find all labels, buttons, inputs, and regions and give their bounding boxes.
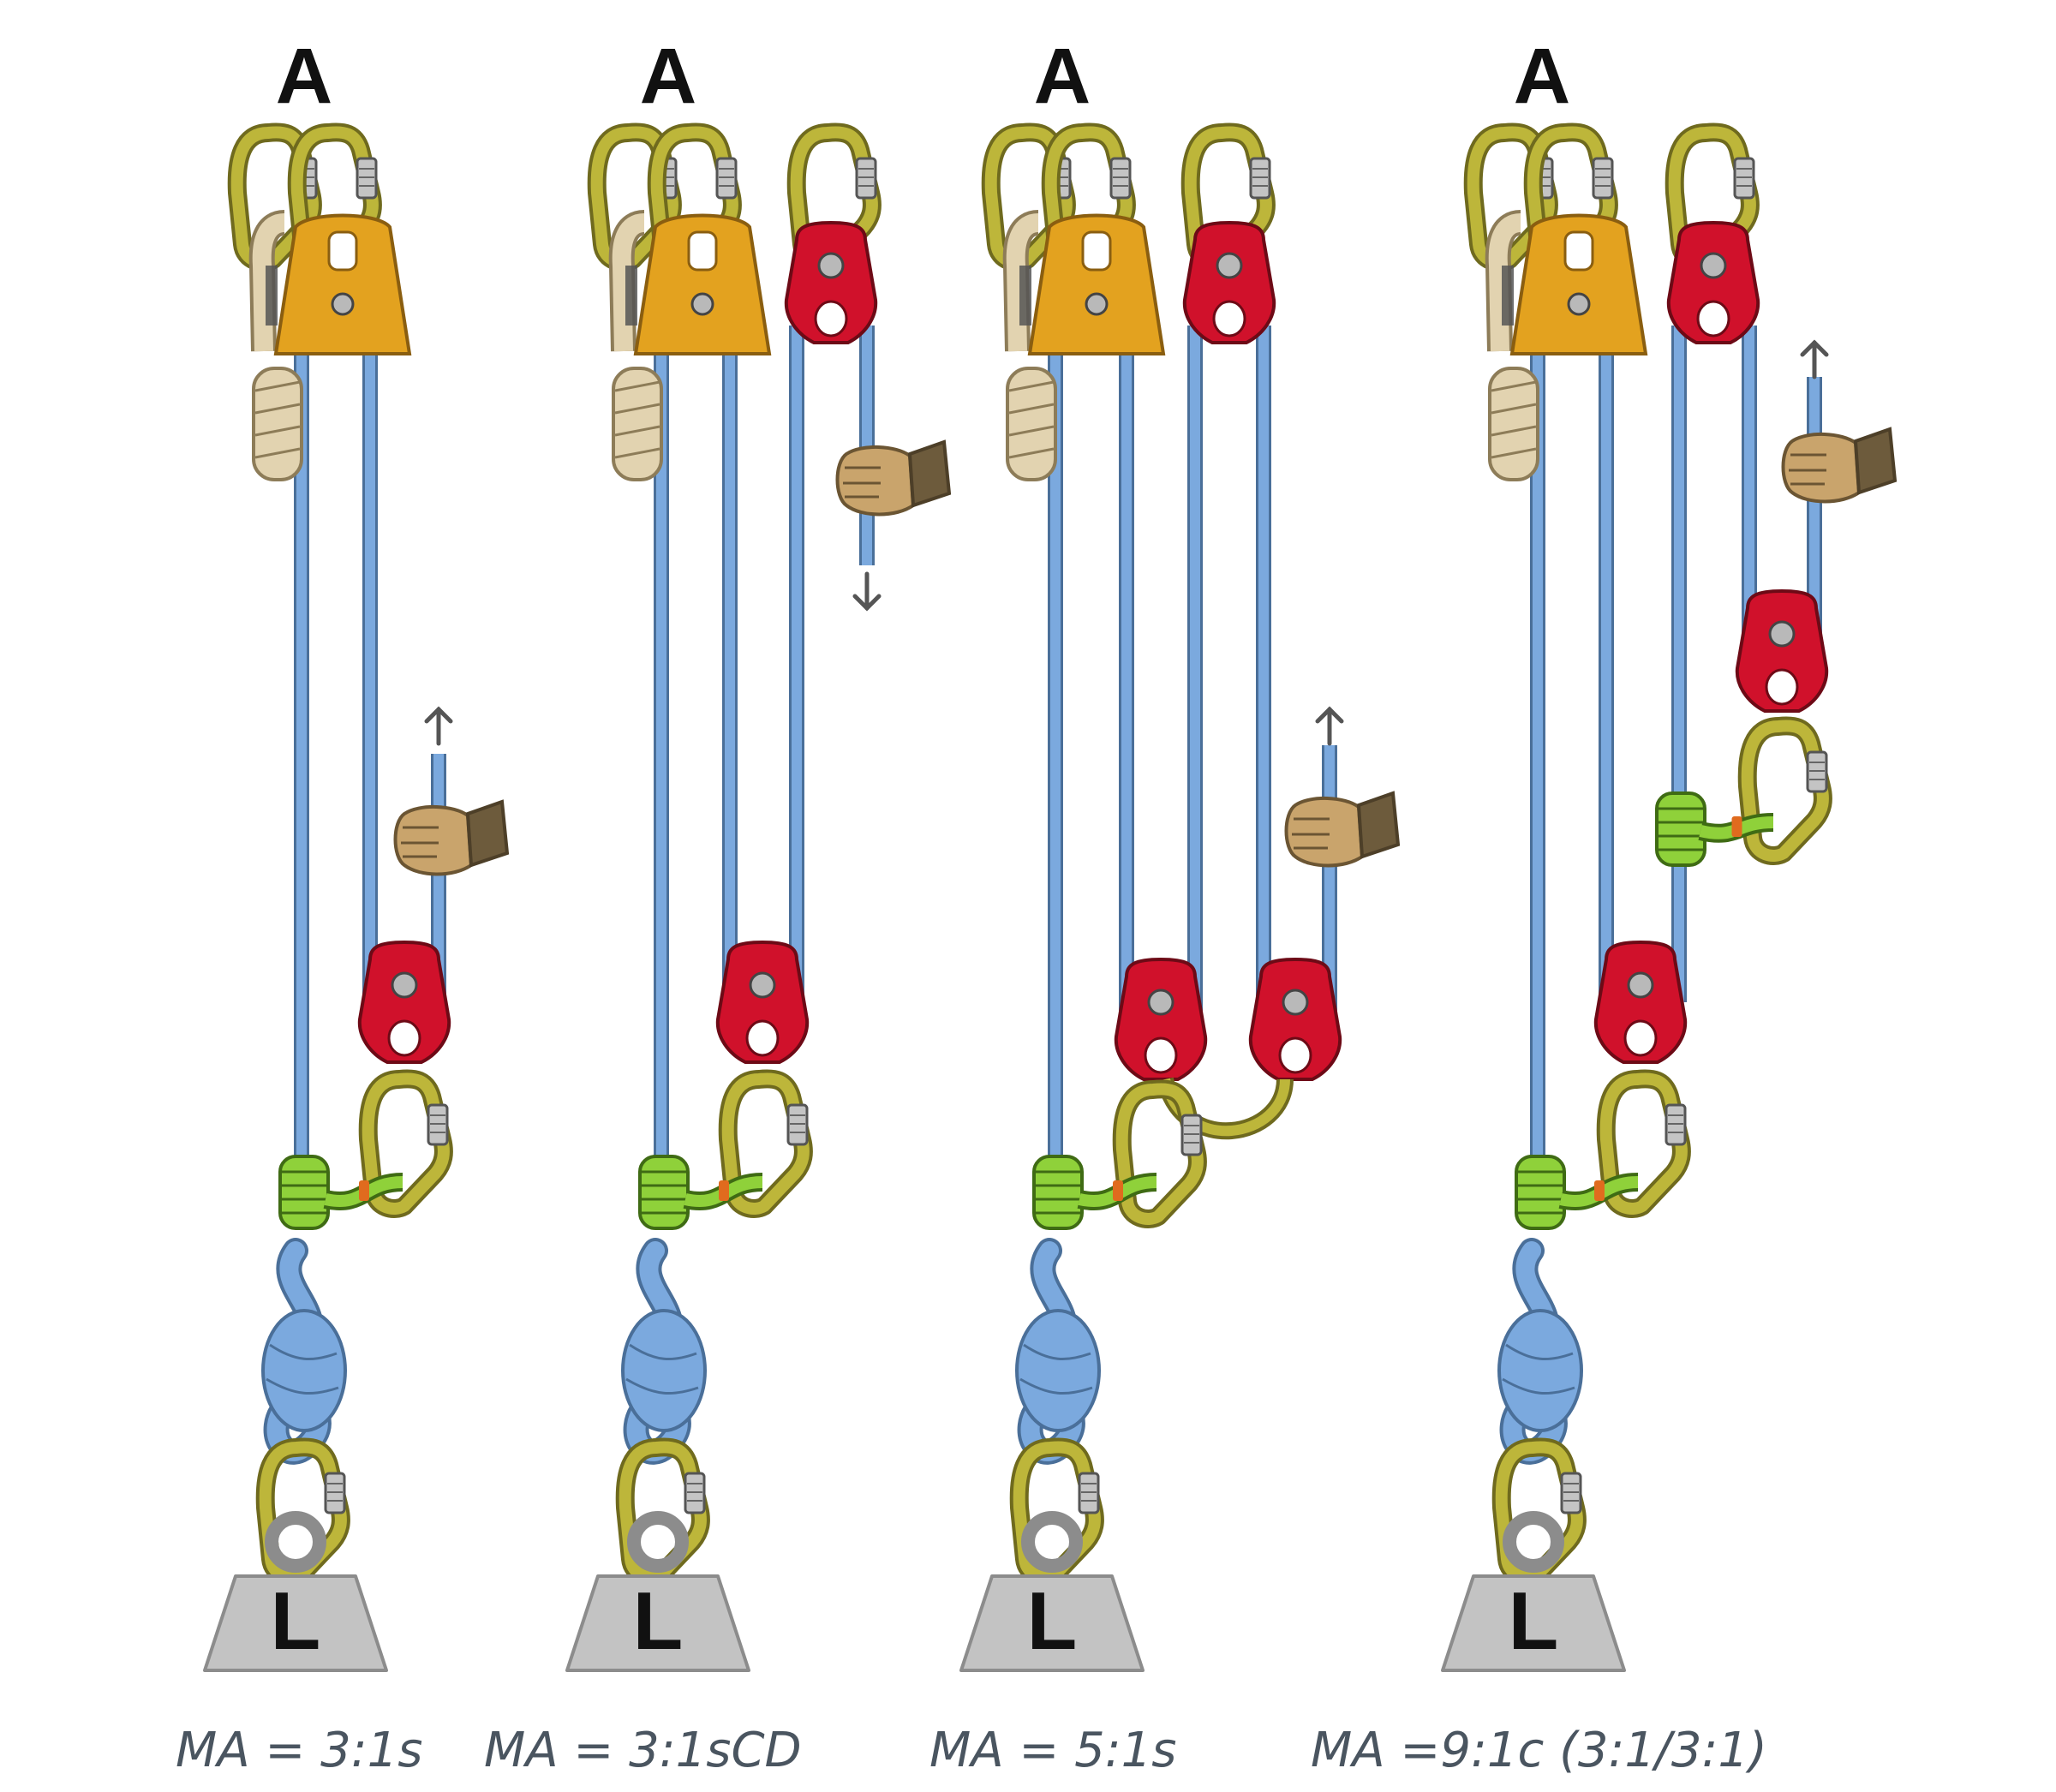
caption-system-4: MA =9:1c (3:1/3:1) xyxy=(1311,1723,1767,1778)
load-label-4: L xyxy=(1509,1575,1559,1667)
system-2-redirect-pulley-icon xyxy=(784,221,878,344)
system-3-arrow-icon-head xyxy=(1315,706,1344,724)
system-3-figure8-knot-icon xyxy=(1017,1251,1099,1452)
caption-system-1: MA = 3:1s xyxy=(176,1723,422,1778)
system-4-prusik-cord-band xyxy=(1594,1180,1605,1201)
system-4-redirect-pulley-icon xyxy=(1666,221,1760,344)
system-1-prusik-cord-band xyxy=(359,1180,369,1201)
system-3-redirect-pulley-icon xyxy=(1182,221,1276,344)
system-3-prusik-cord-band xyxy=(1113,1180,1123,1201)
system-1-hand-icon xyxy=(393,800,509,876)
system-1-figure8-knot-icon xyxy=(263,1251,345,1452)
system-4-traveling-pulley-icon xyxy=(1593,941,1688,1064)
system-4-upper-prusik-cord-band xyxy=(1731,816,1742,837)
system-3-traveling-pulley-icon-1 xyxy=(1114,958,1208,1081)
system-4-arrow-icon-head xyxy=(1800,339,1829,357)
system-4-carabiner-icon-upper xyxy=(1748,726,1826,856)
system-1-arrow-icon-head xyxy=(424,706,453,724)
system-3-hand-icon xyxy=(1284,791,1400,868)
system-4-upper-traveling-pulley-icon xyxy=(1735,589,1829,713)
system-2-hand-icon xyxy=(835,440,951,517)
system-3-carabiner-icon-3 xyxy=(1122,1089,1201,1219)
anchor-label-3: A xyxy=(1034,33,1091,120)
system-1-anchor-pulley-icon xyxy=(274,213,411,355)
system-1-prusik-knot-icon xyxy=(278,1155,330,1230)
system-2-prusik-knot-icon xyxy=(638,1155,690,1230)
system-3-traveling-pulley-icon-2 xyxy=(1248,958,1342,1081)
system-2-prusik-cord-band xyxy=(719,1180,729,1201)
system-3-anchor-pulley-icon xyxy=(1028,213,1165,355)
system-2-arrow-icon-head xyxy=(852,594,882,612)
system-4-prusik-knot-icon xyxy=(1515,1155,1566,1230)
load-label-1: L xyxy=(271,1575,321,1667)
system-4-arrow-icon xyxy=(1800,339,1829,379)
system-3-prusik-knot-icon xyxy=(1032,1155,1084,1230)
load-label-3: L xyxy=(1027,1575,1078,1667)
system-2-arrow-icon xyxy=(852,571,882,612)
system-2-traveling-pulley-icon xyxy=(715,941,810,1064)
system-2-figure8-knot-icon xyxy=(623,1251,705,1452)
system-3-arrow-icon xyxy=(1315,706,1344,746)
system-1-arrow-icon xyxy=(424,706,453,746)
system-4-anchor-pulley-icon xyxy=(1510,213,1647,355)
caption-system-3: MA = 5:1s xyxy=(929,1723,1176,1778)
system-2-anchor-pulley-icon xyxy=(634,213,771,355)
anchor-label-2: A xyxy=(640,33,696,120)
anchor-label-4: A xyxy=(1514,33,1570,120)
load-label-2: L xyxy=(633,1575,684,1667)
caption-system-2: MA = 3:1sCD xyxy=(484,1723,802,1778)
system-4-upper-prusik-knot-icon xyxy=(1655,791,1706,867)
system-4-hand-icon xyxy=(1781,427,1897,504)
system-4-figure8-knot-icon xyxy=(1499,1251,1581,1452)
anchor-label-1: A xyxy=(276,33,332,120)
system-1-traveling-pulley-icon xyxy=(357,941,451,1064)
